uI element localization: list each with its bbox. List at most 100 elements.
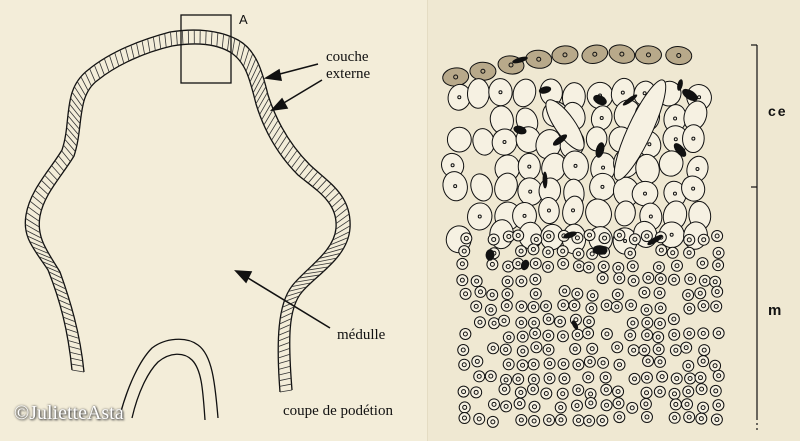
- cell-nucleus: [543, 303, 549, 309]
- cell: [538, 196, 560, 225]
- cell-nucleus: [520, 348, 526, 354]
- cell-nucleus: [700, 303, 706, 309]
- cell-nucleus: [645, 275, 651, 281]
- cell: [709, 359, 722, 372]
- cell-nucleus: [518, 417, 524, 423]
- hatch-line: [32, 246, 49, 254]
- cell-nucleus: [644, 320, 650, 326]
- cell-nucleus: [697, 290, 703, 296]
- cell: [614, 200, 636, 227]
- cell: [695, 383, 708, 396]
- cell-nucleus: [546, 347, 552, 353]
- hatch-line: [278, 330, 291, 336]
- cell: [711, 285, 724, 298]
- cell-nucleus: [700, 330, 706, 336]
- cell: [627, 344, 640, 357]
- cell: [486, 288, 499, 301]
- cell: [712, 246, 725, 259]
- cell: [582, 261, 595, 274]
- hatch-line: [84, 72, 92, 87]
- cell-nucleus: [588, 305, 594, 311]
- cell: [584, 397, 597, 410]
- cell: [583, 229, 596, 242]
- cell-nucleus: [520, 334, 526, 340]
- hatch-line: [34, 190, 46, 200]
- hatch-line: [221, 34, 225, 49]
- scale-upper-label: ce: [768, 103, 788, 119]
- cell-nucleus: [657, 290, 663, 296]
- cell-nucleus: [614, 344, 620, 350]
- hatch-line: [334, 225, 351, 236]
- cell: [558, 285, 571, 298]
- hatch-line: [56, 293, 70, 301]
- hatch-line: [261, 103, 272, 121]
- cell: [457, 385, 470, 398]
- cell-nucleus: [505, 264, 511, 270]
- cell-nucleus: [547, 361, 553, 367]
- cell: [498, 314, 511, 327]
- cell-nucleus: [614, 304, 620, 310]
- cell-nucleus: [671, 316, 677, 322]
- cell-nucleus: [589, 346, 595, 352]
- cell-nucleus: [490, 345, 496, 351]
- hatch-line: [44, 174, 55, 186]
- cell-nucleus: [658, 276, 664, 282]
- cell: [488, 317, 501, 330]
- cell-nucleus: [491, 236, 497, 242]
- cell: [638, 344, 651, 357]
- cell-nucleus: [644, 375, 650, 381]
- cell: [515, 275, 528, 288]
- hatch-line: [32, 195, 44, 206]
- cell-nucleus: [571, 303, 577, 309]
- cell-nucleus: [501, 318, 507, 324]
- cell-nucleus: [473, 303, 479, 309]
- hatch-line: [227, 35, 230, 51]
- cell: [583, 355, 596, 368]
- cell: [695, 412, 708, 425]
- hatch-line: [130, 45, 135, 59]
- cell: [557, 257, 570, 270]
- cell: [459, 287, 472, 300]
- cell: [668, 387, 681, 400]
- cell: [683, 233, 696, 246]
- hatch-line: [158, 35, 162, 49]
- cell: [516, 330, 529, 343]
- cell: [586, 342, 599, 355]
- hatch-line: [68, 109, 81, 124]
- cell-nucleus: [657, 389, 663, 395]
- cell: [683, 246, 696, 259]
- cell-nucleus: [503, 347, 509, 353]
- hatch-line: [278, 341, 290, 348]
- cell-nucleus: [531, 404, 537, 410]
- cell: [642, 271, 655, 284]
- cell: [668, 411, 681, 424]
- cell-nucleus: [518, 320, 524, 326]
- cell-nucleus: [684, 401, 690, 407]
- cell-nucleus: [628, 302, 634, 308]
- cell: [626, 260, 639, 273]
- cell-nucleus: [698, 416, 704, 422]
- hatch-line: [335, 219, 351, 230]
- cell: [613, 272, 626, 285]
- cell: [712, 259, 725, 272]
- hatch-line: [89, 68, 96, 83]
- hatch-line: [71, 92, 83, 108]
- cell: [572, 247, 585, 260]
- cell-nucleus: [477, 319, 483, 325]
- cell-nucleus: [656, 264, 662, 270]
- hatch-line: [175, 31, 178, 46]
- hatch-line: [294, 159, 306, 173]
- cell-nucleus: [463, 291, 469, 297]
- hatch-line: [25, 223, 41, 233]
- hatch-line: [63, 316, 76, 323]
- cell-nucleus: [574, 235, 580, 241]
- cell-nucleus: [476, 416, 482, 422]
- cell-nucleus: [560, 391, 566, 397]
- cell-nucleus: [533, 344, 539, 350]
- cell: [681, 398, 694, 411]
- cell: [457, 344, 470, 357]
- cell-nucleus: [503, 377, 509, 383]
- cell-nucleus: [474, 278, 480, 284]
- cell-nucleus: [562, 288, 568, 294]
- cell-nucleus: [691, 136, 696, 141]
